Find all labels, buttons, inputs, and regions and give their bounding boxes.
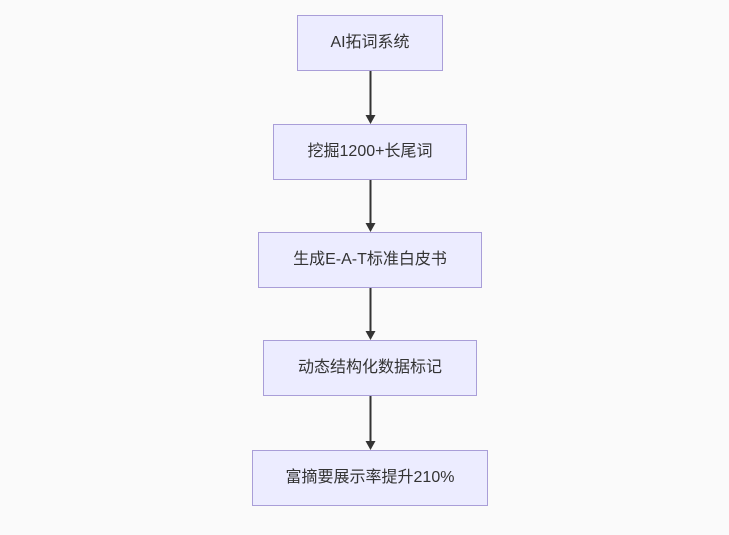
arrowhead-down-icon — [365, 115, 375, 124]
arrow-connector — [365, 396, 376, 450]
flow-node-label: 挖掘1200+长尾词 — [307, 143, 433, 160]
flow-node-rich-snippet-rate-increase: 富摘要展示率提升210% — [252, 450, 488, 506]
flow-node-label: AI拓词系统 — [330, 34, 410, 51]
arrow-connector — [365, 71, 376, 124]
arrow-connector — [365, 180, 376, 232]
arrowhead-down-icon — [365, 223, 375, 232]
arrow-shaft — [369, 396, 371, 441]
flow-node-label: 富摘要展示率提升210% — [285, 469, 455, 486]
flow-node-dynamic-structured-data-markup: 动态结构化数据标记 — [263, 340, 477, 396]
arrowhead-down-icon — [365, 331, 375, 340]
arrowhead-down-icon — [365, 441, 375, 450]
arrow-shaft — [369, 180, 371, 223]
flow-node-label: 生成E-A-T标准白皮书 — [293, 251, 447, 268]
flow-node-ai-word-expansion-system: AI拓词系统 — [297, 15, 443, 71]
arrow-shaft — [369, 288, 371, 331]
arrow-shaft — [369, 71, 371, 115]
flow-node-label: 动态结构化数据标记 — [297, 359, 442, 376]
flow-node-mine-longtail-keywords: 挖掘1200+长尾词 — [273, 124, 467, 180]
flow-node-generate-eat-whitepaper: 生成E-A-T标准白皮书 — [258, 232, 482, 288]
arrow-connector — [365, 288, 376, 340]
